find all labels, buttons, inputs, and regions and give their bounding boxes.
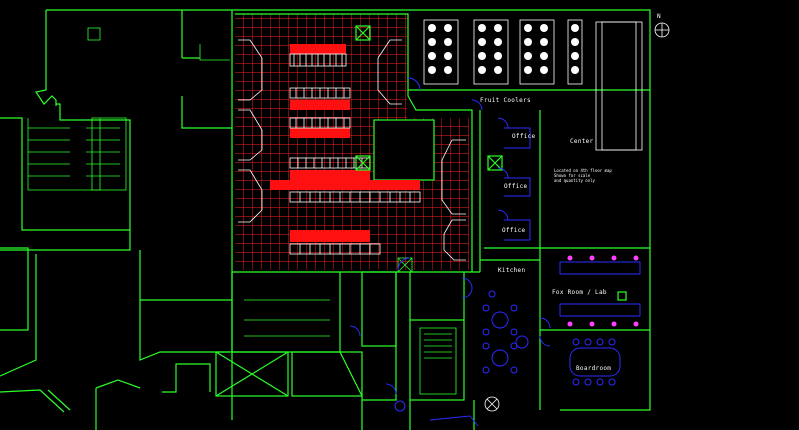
- lab-box: [617, 291, 627, 301]
- door-swings: [349, 77, 551, 395]
- grid-work-area: [235, 14, 469, 270]
- north-arrow: N: [654, 13, 670, 38]
- lower-center-walls: [215, 257, 475, 430]
- lab-label: Fox Room / Lab: [552, 289, 607, 296]
- workstation-benches: [238, 25, 503, 261]
- note-line-3: and quantity only: [554, 178, 596, 183]
- left-wing-walls: [0, 10, 232, 430]
- office-label-2: Office: [504, 183, 528, 190]
- north-label: N: [657, 13, 661, 20]
- boardroom-label: Boardroom: [576, 365, 611, 372]
- note-line-1: Located on 4th floor map: [554, 168, 612, 173]
- office-label-1: Office: [512, 133, 536, 140]
- fruit-coolers-label: Fruit Coolers: [480, 97, 531, 104]
- fruit-coolers: [423, 19, 643, 151]
- office-label-3: Office: [502, 227, 526, 234]
- center-label: Center: [570, 138, 594, 145]
- note-line-2: Shown for scale: [554, 173, 591, 178]
- room-labels: Fruit Coolers Office Office Office Kitch…: [480, 97, 612, 372]
- conference-tables: [482, 127, 641, 386]
- kitchen-label: Kitchen: [498, 267, 525, 274]
- stair-marker: [394, 396, 500, 427]
- lab-chairs: [567, 255, 639, 327]
